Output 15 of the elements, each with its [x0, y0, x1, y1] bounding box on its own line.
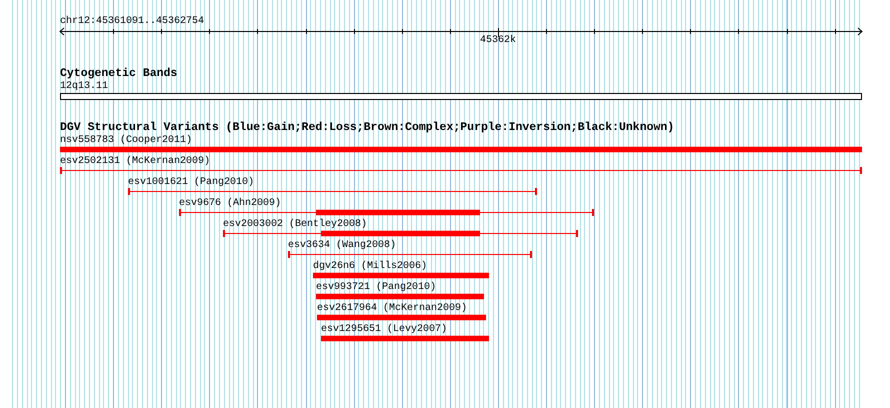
variant-label: dgv26n6 (Mills2006): [313, 260, 428, 272]
tick-label: 45362k: [480, 34, 516, 46]
region-coordinates: chr12:45361091..45362754: [60, 16, 204, 26]
variant-label: esv2617964 (McKernan2009): [317, 302, 468, 314]
track-heading: DGV Structural Variants (Blue:Gain;Red:Loss;Brown:Complex;Purple:Inversion;Black:Unknown): [60, 122, 674, 134]
band-label: 12q13.11: [60, 81, 108, 92]
variant-label: esv1295651 (Levy2007): [321, 324, 448, 334]
variant-label: esv3634 (Wang2008): [288, 240, 396, 250]
variant-label: esv2003002 (Bentley2008): [223, 218, 368, 230]
variant-label: esv993721 (Pang2010): [316, 282, 436, 292]
variant-label: nsv558783 (Cooper2011): [60, 134, 192, 146]
variant-label: esv9676 (Ahn2009): [179, 198, 282, 208]
variant-label: esv1001621 (Pang2010): [128, 176, 254, 188]
variant-label: esv2502131 (McKernan2009): [60, 156, 210, 166]
track-heading: Cytogenetic Bands: [60, 68, 178, 80]
